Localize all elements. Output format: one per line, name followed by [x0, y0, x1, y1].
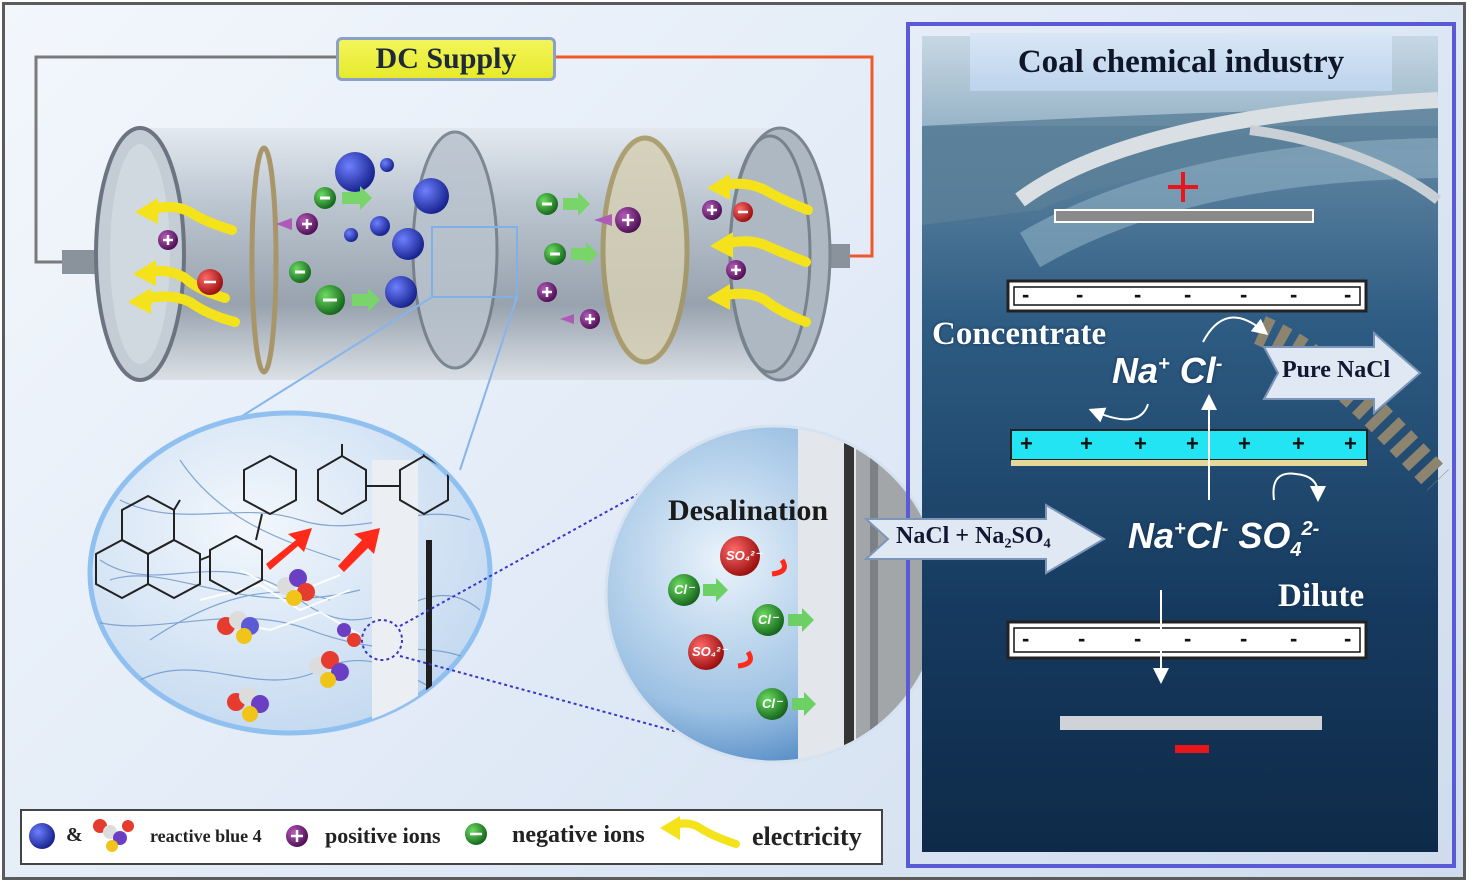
mem-top-sign-4: -	[1184, 282, 1192, 307]
mem-mid-sign-2: +	[1080, 431, 1093, 456]
sulfate-ion-1	[720, 536, 760, 576]
sulfate-label-2: SO₄²⁻	[692, 644, 728, 659]
dilute-label: Dilute	[1278, 578, 1365, 614]
legend-ampersand: &	[66, 824, 83, 846]
mem-bot-sign-5: -	[1240, 626, 1248, 651]
membrane-magnification	[87, 410, 493, 736]
concentrate-ions: Na+ Cl-	[1112, 350, 1223, 391]
sulfate-label-1: SO₄²⁻	[726, 548, 762, 563]
dc-supply-label: DC Supply	[336, 37, 556, 81]
feed-arrow	[863, 503, 1106, 575]
legend-dye-molecule	[93, 819, 134, 852]
legend-electricity	[668, 819, 740, 848]
mem-top-sign-3: -	[1134, 282, 1142, 307]
mem-bot-sign-4: -	[1184, 626, 1192, 651]
cathode	[1060, 716, 1322, 730]
desalination-circle	[604, 424, 944, 764]
mem-top-sign-6: -	[1290, 282, 1298, 307]
chloride-ion-2	[752, 604, 784, 636]
cathode-sign	[1175, 745, 1209, 753]
right-panel	[863, 22, 1456, 868]
sulfate-ion-2	[688, 634, 724, 670]
membrane-1	[249, 145, 279, 375]
dye-molecules	[217, 569, 361, 722]
mem-mid-sign-1: +	[1020, 431, 1033, 456]
legend-negative: negative ions	[512, 822, 645, 848]
red-ions-cell	[197, 202, 753, 295]
chloride-label-1: Cl⁻	[674, 582, 694, 597]
anode-sign	[1168, 172, 1198, 202]
zoom-box	[431, 226, 518, 298]
mem-bot-sign-6: -	[1290, 626, 1298, 651]
positive-ions-cell	[158, 200, 746, 329]
membrane-2	[411, 130, 499, 370]
mem-bot-sign-7: -	[1344, 626, 1352, 651]
mem-mid-sign-3: +	[1134, 431, 1147, 456]
legend-box	[20, 809, 883, 865]
membrane-cation	[1010, 429, 1368, 461]
membrane-3	[600, 135, 690, 365]
mem-top-sign-1: -	[1022, 282, 1030, 307]
electricity-arrows	[137, 178, 813, 327]
legend-dye-ball	[29, 823, 55, 849]
membrane-section	[372, 460, 418, 733]
mem-top-sign-7: -	[1344, 282, 1352, 307]
mem-top-sign-5: -	[1240, 282, 1248, 307]
mem-mid-sign-7: +	[1344, 431, 1357, 456]
pure-nacl-arrow	[1262, 330, 1422, 416]
mem-top-sign-2: -	[1076, 282, 1084, 307]
mem-bot-sign-3: -	[1134, 626, 1142, 651]
chloride-ion-3	[756, 688, 788, 720]
chloride-label-3: Cl⁻	[762, 696, 782, 711]
dc-wiring	[34, 55, 874, 264]
mem-mid-sign-6: +	[1292, 431, 1305, 456]
mem-mid-sign-5: +	[1238, 431, 1251, 456]
legend-electricity-label: electricity	[752, 822, 862, 851]
chloride-ion-1	[668, 574, 700, 606]
dye-migration-arrows	[266, 528, 380, 572]
reactive-blue-particles	[335, 152, 449, 308]
mem-mid-sign-4: +	[1186, 431, 1199, 456]
mem-bot-sign-1: -	[1022, 626, 1030, 651]
desalination-label: Desalination	[668, 494, 829, 527]
pure-nacl-label: Pure NaCl	[1282, 357, 1391, 383]
feed-label: NaCl + Na₂SO₄	[896, 523, 1051, 549]
chloride-label-2: Cl⁻	[758, 612, 778, 627]
membrane-top	[1006, 279, 1368, 313]
dye-structure	[95, 444, 449, 600]
legend-reactive-blue: reactive blue 4	[150, 826, 262, 846]
electrodialysis-cell	[62, 126, 850, 382]
concentrate-label: Concentrate	[932, 316, 1107, 352]
mem-bot-sign-2: -	[1078, 626, 1086, 651]
dilute-ions: Na+Cl- SO42-	[1128, 515, 1320, 562]
negative-ions-cell	[289, 186, 598, 315]
panel-title: Coal chemical industry	[970, 33, 1392, 91]
anode	[1054, 209, 1314, 223]
legend-positive: positive ions	[325, 823, 441, 848]
